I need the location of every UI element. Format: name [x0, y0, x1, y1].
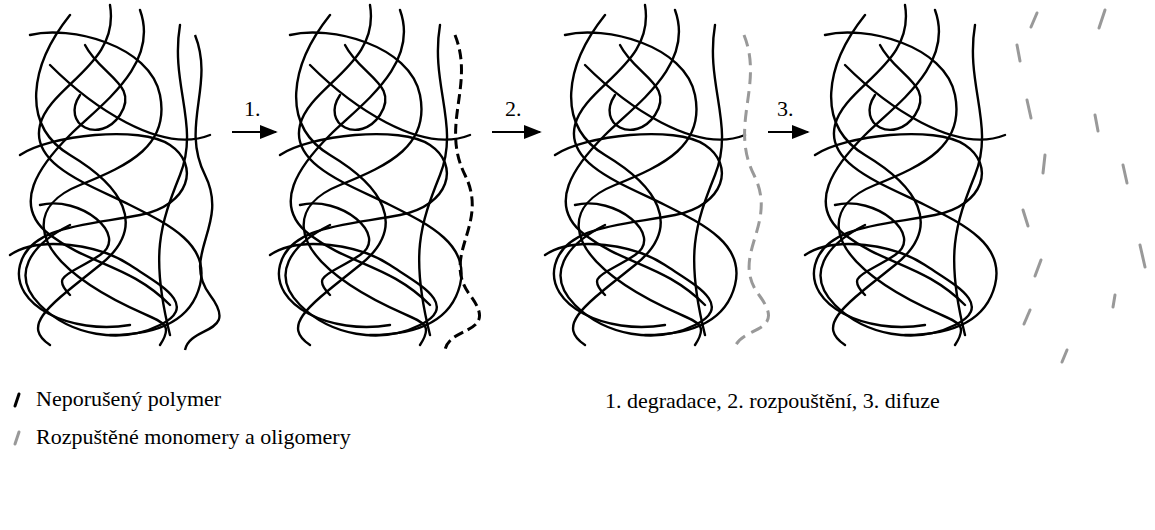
legend-item: Rozpuštěné monomery a oligomery: [10, 424, 351, 450]
legend-sample: [10, 426, 24, 448]
step-note: 1. degradace, 2. rozpouštění, 3. difuze: [605, 388, 940, 413]
legend-text: Neporušený polymer: [36, 386, 221, 412]
step-arrow: [232, 131, 276, 133]
degrading-polymer: [270, 5, 480, 350]
step-number: 2.: [505, 96, 522, 121]
step-arrow: [768, 131, 808, 133]
step-number: 3.: [777, 96, 794, 121]
legend-item: Neporušený polymer: [10, 386, 221, 412]
legend-sample: [10, 388, 24, 410]
step-number: 1.: [244, 96, 261, 121]
diffusing-oligomers: [805, 5, 1145, 362]
legend-text: Rozpuštěné monomery a oligomery: [36, 424, 351, 450]
dissolving-polymer: [545, 5, 769, 350]
step-arrow: [492, 131, 540, 133]
intact-polymer: [10, 5, 220, 350]
